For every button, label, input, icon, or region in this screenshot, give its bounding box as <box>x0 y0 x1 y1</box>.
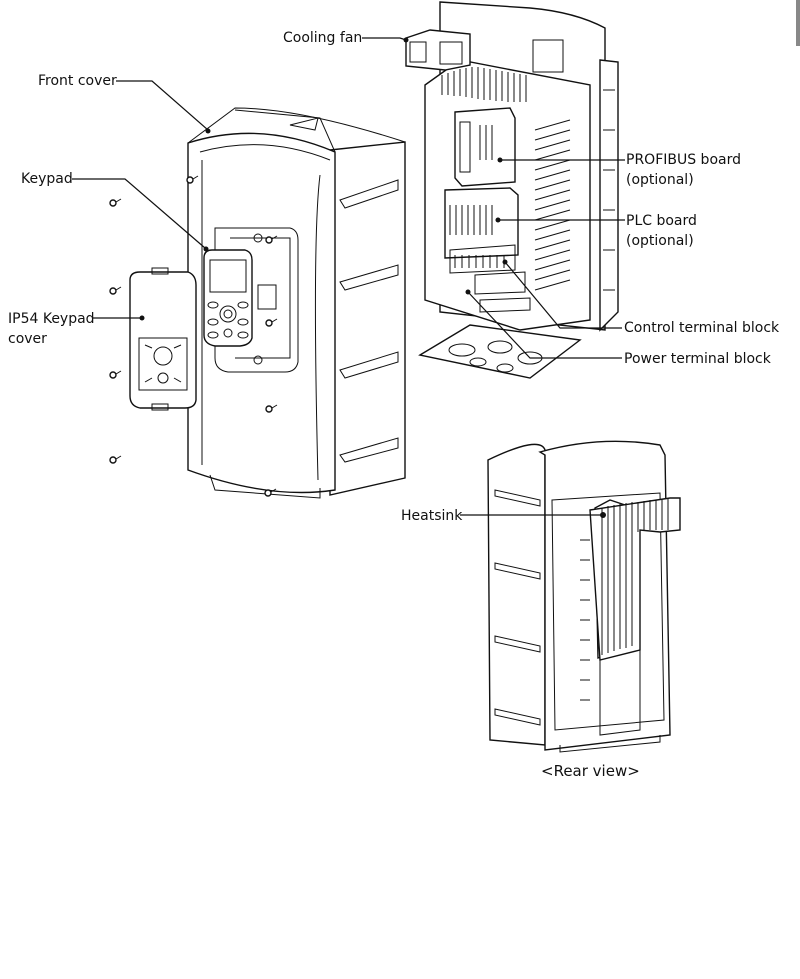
leader-lines <box>72 37 625 518</box>
label-profibus-board-line1: PROFIBUS board <box>626 152 741 168</box>
profibus-board <box>454 107 516 187</box>
side-rail-slots <box>603 89 615 291</box>
caption-rear-view: <Rear view> <box>541 762 640 780</box>
label-power-terminal-block: Power terminal block <box>624 351 771 367</box>
label-plc-board-line1: PLC board <box>626 213 697 229</box>
rear-base <box>559 735 661 753</box>
label-heatsink: Heatsink <box>401 508 463 524</box>
rear-view-unit <box>487 440 681 753</box>
inner-unit <box>405 1 619 379</box>
label-control-terminal-block: Control terminal block <box>624 320 780 336</box>
keypad <box>203 249 253 347</box>
page-edge-bar <box>796 0 800 46</box>
label-cooling-fan: Cooling fan <box>283 30 363 46</box>
leader-power-terminal <box>467 291 622 359</box>
keypad-recess <box>214 227 299 373</box>
leader-cooling-fan <box>362 37 407 41</box>
ip54-keypad-cover <box>129 267 197 411</box>
heatsink <box>589 497 681 736</box>
top-heatsink-fins <box>441 67 527 102</box>
label-profibus-board-line2: (optional) <box>626 172 694 188</box>
plc-board <box>444 187 519 259</box>
top-bracket <box>532 39 564 73</box>
rear-frame-ticks <box>580 539 590 701</box>
screws <box>109 175 278 497</box>
power-terminals <box>474 271 531 313</box>
label-front-cover: Front cover <box>38 73 117 89</box>
leader-front-cover <box>116 80 209 131</box>
rear-side <box>487 443 546 746</box>
rear-inner-frame <box>551 492 665 731</box>
label-keypad: Keypad <box>21 171 73 187</box>
front-unit <box>109 107 406 499</box>
side-panel <box>329 141 406 496</box>
control-terminals <box>449 244 516 274</box>
label-plc-board-line2: (optional) <box>626 233 694 249</box>
front-cover <box>187 107 406 499</box>
leader-control-terminal <box>504 261 622 329</box>
label-ip54-keypad-cover-line2: cover <box>8 331 47 347</box>
cable-gland-plate <box>418 324 582 379</box>
leader-keypad <box>72 178 206 249</box>
label-ip54-keypad-cover-line1: IP54 Keypad <box>8 311 95 327</box>
rear-side-ribs <box>494 489 541 726</box>
side-vents <box>534 119 571 291</box>
cooling-fan <box>405 29 471 71</box>
side-rail <box>599 59 619 332</box>
